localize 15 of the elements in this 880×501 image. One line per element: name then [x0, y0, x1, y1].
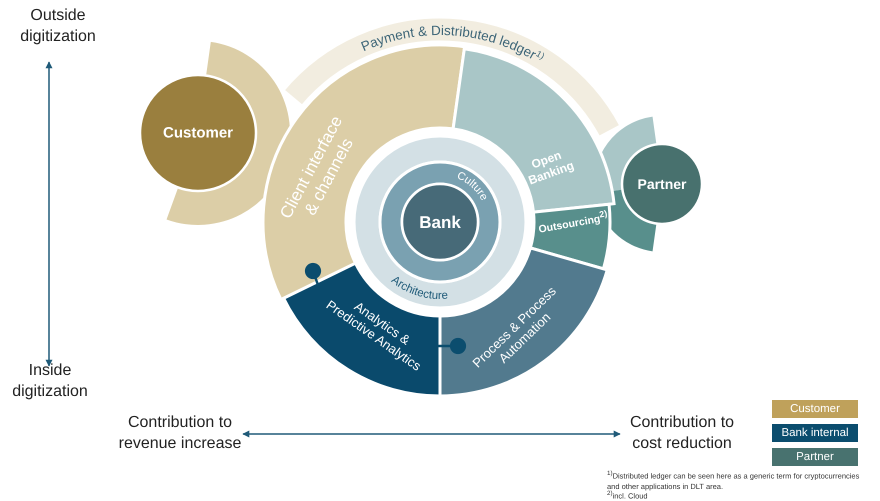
legend-item: Bank internal: [772, 424, 858, 442]
legend-item: Customer: [772, 400, 858, 418]
legend-item: Partner: [772, 448, 858, 466]
partner-circle: [620, 142, 704, 226]
connector-line: [438, 338, 466, 354]
node-label: Bank: [419, 212, 461, 232]
customer-circle: [138, 74, 258, 192]
segment-label: Partner: [636, 176, 688, 192]
axis-label: Outside digitization: [19, 6, 97, 47]
segment-label: Outsourcing$^{2)}$: [536, 208, 609, 236]
segment-label: Customer: [162, 124, 234, 142]
connector-line: [304, 262, 322, 286]
axis-label: Inside digitization: [11, 361, 89, 402]
axis-label: Contribution to cost reduction: [628, 413, 736, 454]
axis-label: Contribution to revenue increase: [118, 413, 242, 454]
